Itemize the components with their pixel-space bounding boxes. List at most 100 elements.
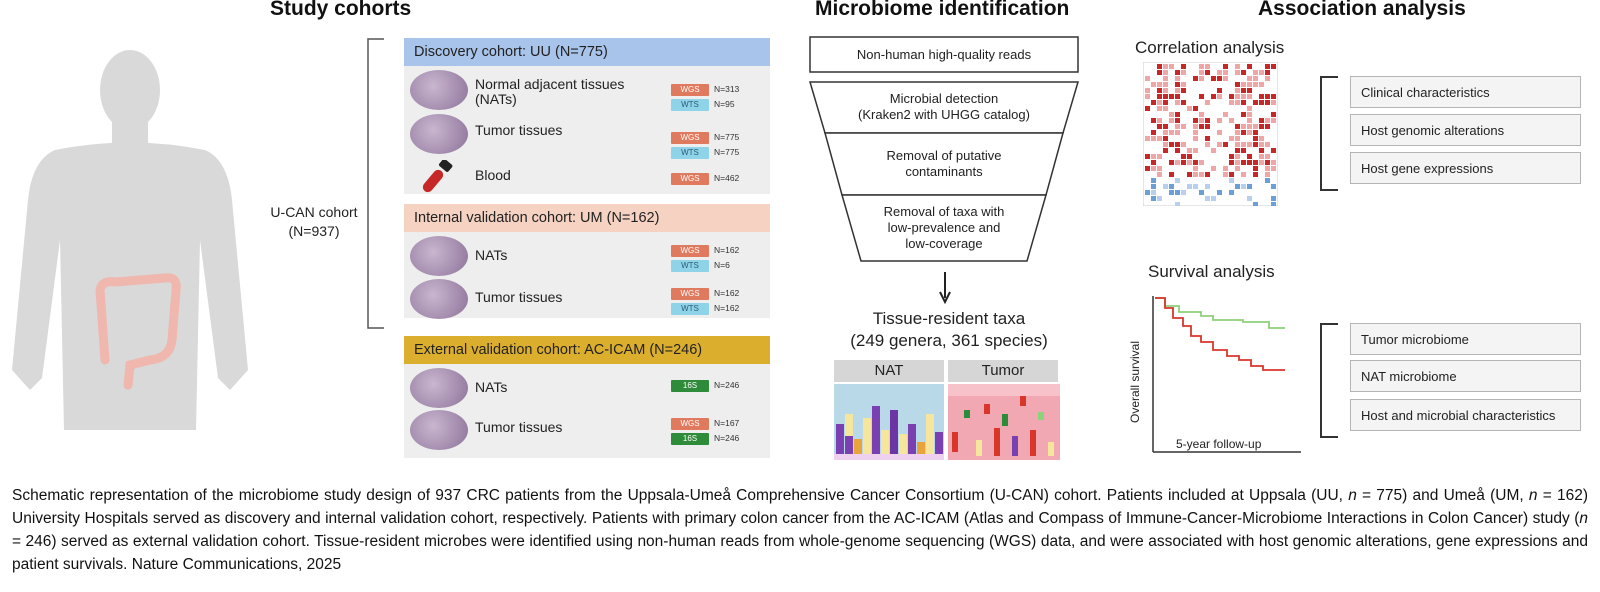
heatmap-cell [1265, 142, 1270, 147]
heatmap-cell [1229, 190, 1234, 195]
heatmap-cell [1223, 112, 1228, 117]
count-label: N=246 [714, 380, 740, 390]
heatmap-cell [1163, 124, 1168, 129]
heatmap-cell [1175, 202, 1180, 206]
heatmap-cell [1175, 178, 1180, 183]
kaplan-meier-plot [1152, 296, 1301, 453]
survival-bracket [1320, 323, 1338, 438]
heatmap-cell [1235, 100, 1240, 105]
heatmap-cell [1247, 196, 1252, 201]
caption-n-symbol: n [1579, 510, 1588, 527]
heatmap-cell [1241, 130, 1246, 135]
heatmap-cell [1193, 130, 1198, 135]
heatmap-cell [1259, 100, 1264, 105]
heatmap-cell [1223, 166, 1228, 171]
pipeline-step-filter: Removal of taxa with low-prevalence and … [810, 204, 1078, 252]
ucan-cohort-n: (N=937) [288, 223, 340, 239]
correlation-analysis-title: Correlation analysis [1135, 38, 1285, 57]
heatmap-cell [1271, 166, 1276, 171]
tag-16s: 16S [671, 433, 709, 445]
heatmap-cell [1175, 88, 1180, 93]
heatmap-cell [1247, 124, 1252, 129]
heatmap-cell [1211, 76, 1216, 81]
heatmap-cell [1229, 172, 1234, 177]
heatmap-cell [1145, 88, 1150, 93]
heatmap-cell [1151, 130, 1156, 135]
correlation-item-clinical: Clinical characteristics [1350, 76, 1581, 108]
heatmap-cell [1235, 166, 1240, 171]
heatmap-cell [1247, 106, 1252, 111]
heatmap-cell [1181, 142, 1186, 147]
km-curve-red [1155, 297, 1285, 371]
heatmap-cell [1241, 100, 1246, 105]
heatmap-cell [1157, 64, 1162, 69]
heatmap-cell [1181, 82, 1186, 87]
figure-caption: Schematic representation of the microbio… [12, 484, 1588, 576]
heatmap-cell [1181, 154, 1186, 159]
discovery-blood-label: Blood [475, 167, 511, 183]
heatmap-cell [1235, 184, 1240, 189]
heatmap-cell [1211, 148, 1216, 153]
heatmap-cell [1169, 172, 1174, 177]
funnel-diagram [808, 36, 1080, 262]
heatmap-cell [1205, 136, 1210, 141]
survival-item-host-microbial: Host and microbial characteristics [1350, 399, 1581, 431]
heatmap-cell [1157, 136, 1162, 141]
heatmap-cell [1271, 160, 1276, 165]
heatmap-cell [1157, 196, 1162, 201]
heatmap-cell [1157, 166, 1162, 171]
heatmap-cell [1265, 178, 1270, 183]
heatmap-cell [1187, 148, 1192, 153]
heatmap-cell [1253, 172, 1258, 177]
taxa-composition-barplot [834, 384, 1060, 460]
heatmap-cell [1181, 70, 1186, 75]
heatmap-cell [1199, 94, 1204, 99]
heatmap-cell [1241, 184, 1246, 189]
heatmap-cell [1169, 190, 1174, 195]
heatmap-cell [1235, 70, 1240, 75]
survival-x-axis-label: 5-year follow-up [1176, 437, 1262, 451]
heatmap-cell [1205, 142, 1210, 147]
heatmap-cell [1211, 166, 1216, 171]
tag-wts: WTS [671, 99, 709, 111]
discovery-nat-label: Normal adjacent tissues (NATs) [475, 76, 625, 107]
heatmap-cell [1193, 124, 1198, 129]
heatmap-cell [1235, 160, 1240, 165]
external-nat-label: NATs [475, 379, 508, 395]
heatmap-cell [1151, 196, 1156, 201]
heatmap-cell [1181, 124, 1186, 129]
heatmap-cell [1151, 160, 1156, 165]
count-label: N=775 [714, 147, 740, 157]
heatmap-cell [1193, 160, 1198, 165]
heatmap-cell [1169, 64, 1174, 69]
pipeline-step-filter-line1: Removal of taxa with [883, 204, 1005, 219]
tag-wts: WTS [671, 260, 709, 272]
heatmap-cell [1193, 118, 1198, 123]
heatmap-cell [1217, 88, 1222, 93]
count-label: N=167 [714, 418, 740, 428]
heatmap-cell [1253, 124, 1258, 129]
heatmap-cell [1229, 154, 1234, 159]
heatmap-cell [1175, 100, 1180, 105]
tag-wgs: WGS [671, 418, 709, 430]
heatmap-cell [1151, 118, 1156, 123]
heatmap-cell [1187, 184, 1192, 189]
heatmap-cell [1151, 184, 1156, 189]
count-label: N=775 [714, 132, 740, 142]
heatmap-cell [1217, 190, 1222, 195]
heatmap-cell [1259, 160, 1264, 165]
heatmap-cell [1271, 148, 1276, 153]
heatmap-cell [1211, 196, 1216, 201]
heatmap-cell [1259, 118, 1264, 123]
heatmap-cell [1259, 124, 1264, 129]
ucan-cohort-label: U-CAN cohort (N=937) [264, 203, 364, 241]
caption-n-symbol: n [1348, 487, 1357, 504]
heatmap-cell [1205, 100, 1210, 105]
ucan-cohort-name: U-CAN cohort [270, 204, 358, 220]
heatmap-cell [1247, 64, 1252, 69]
heatmap-cell [1175, 94, 1180, 99]
heatmap-cell [1247, 184, 1252, 189]
pipeline-step-contaminants: Removal of putative contaminants [810, 148, 1078, 180]
heatmap-cell [1175, 142, 1180, 147]
heatmap-cell [1163, 64, 1168, 69]
